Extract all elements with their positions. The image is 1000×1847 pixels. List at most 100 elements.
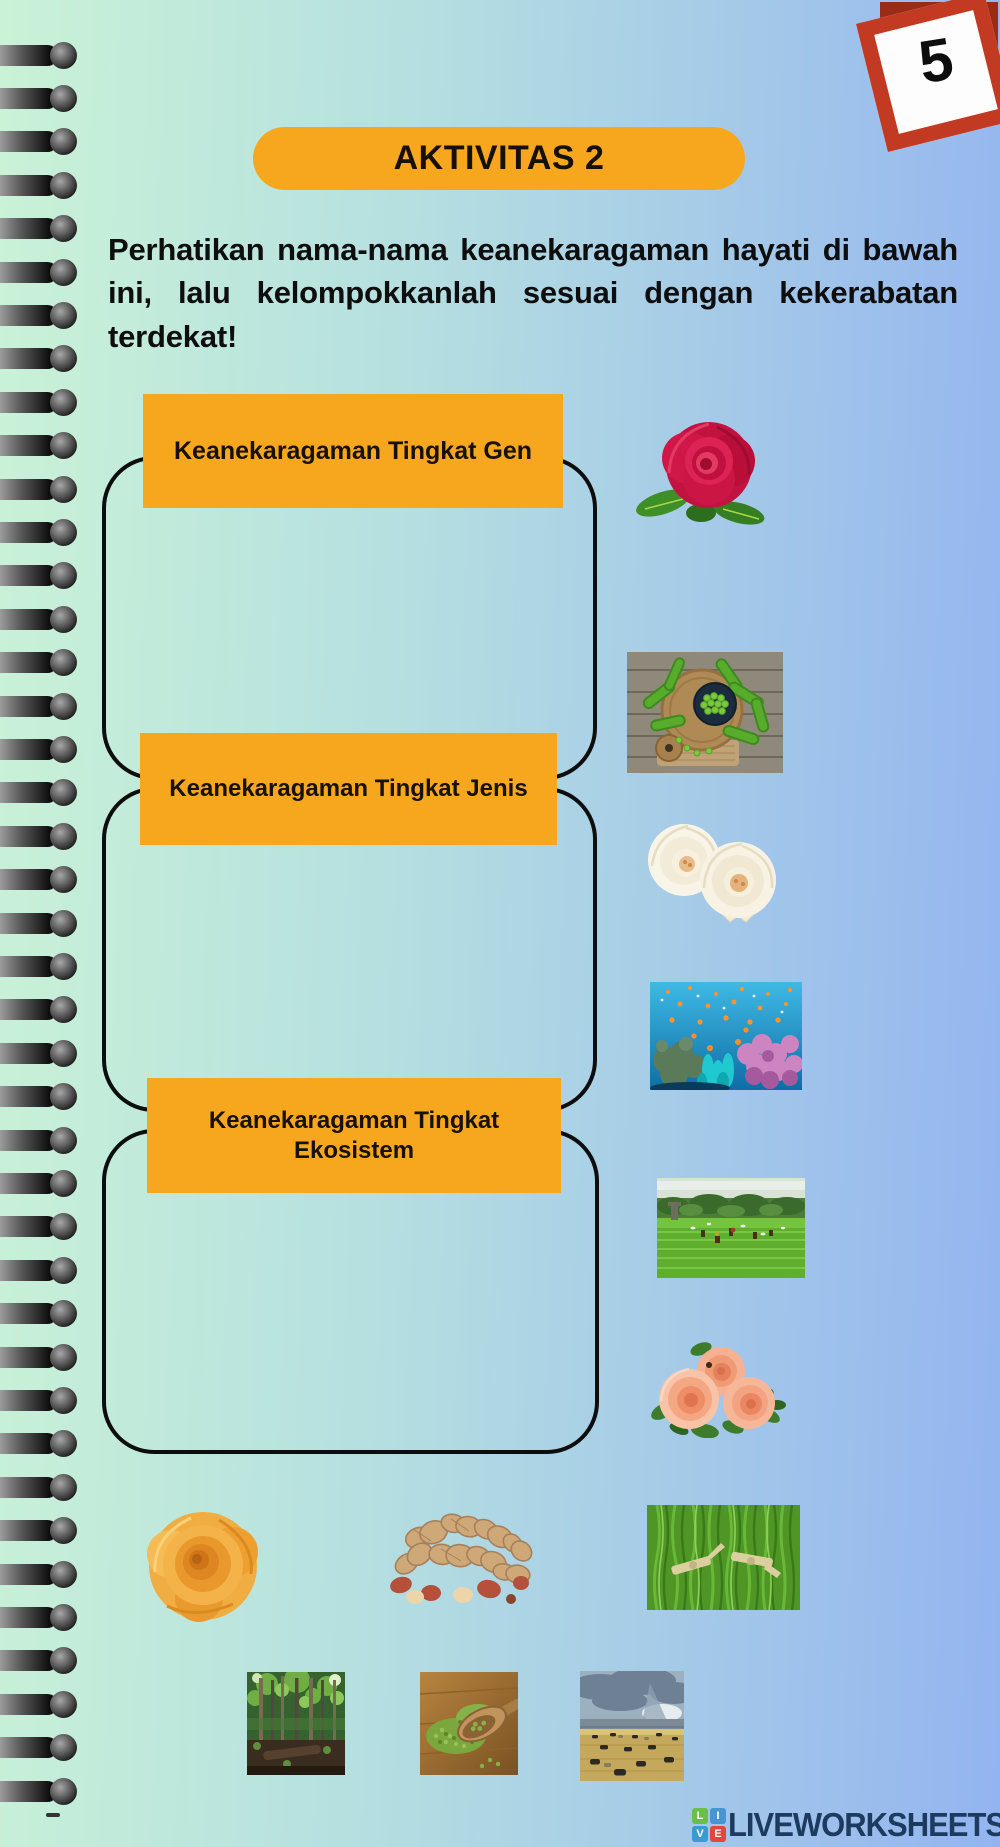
binding-ring-knob xyxy=(50,605,77,633)
binding-ring-knob xyxy=(50,84,77,112)
logo-square-i: I xyxy=(710,1808,726,1824)
binding-ring-bar xyxy=(0,44,58,66)
binding-ring-bar xyxy=(0,1259,58,1281)
item-yellow-rose-image[interactable] xyxy=(141,1502,264,1625)
binding-ring-bar xyxy=(0,174,58,196)
binding-ring xyxy=(0,1734,82,1762)
binding-ring-knob xyxy=(50,1386,77,1414)
binding-ring-bar xyxy=(0,869,58,891)
binding-ring-bar xyxy=(0,1216,58,1238)
binding-ring-bar xyxy=(0,87,58,109)
binding-ring xyxy=(0,345,82,373)
binding-ring-knob xyxy=(50,1560,77,1588)
binding-ring-knob xyxy=(50,1213,77,1241)
item-peach-roses-image[interactable] xyxy=(649,1337,786,1438)
binding-ring xyxy=(0,84,82,112)
binding-ring-bar xyxy=(0,565,58,587)
category-label-jenis: Keanekaragaman Tingkat Jenis xyxy=(140,733,557,845)
binding-ring-bar xyxy=(0,1563,58,1585)
item-forest-image[interactable] xyxy=(247,1672,345,1775)
binding-ring xyxy=(0,475,82,503)
page-dash xyxy=(46,1813,60,1817)
binding-ring-bar xyxy=(0,1433,58,1455)
binding-ring-bar xyxy=(0,738,58,760)
logo-square-v: V xyxy=(692,1826,708,1842)
binding-ring-knob xyxy=(50,692,77,720)
liveworksheets-wordmark: LIVEWORKSHEETS xyxy=(728,1805,1000,1844)
binding-ring-knob xyxy=(50,1126,77,1154)
binding-ring xyxy=(0,1083,82,1111)
binding-ring-knob xyxy=(50,1169,77,1197)
binding-ring-bar xyxy=(0,435,58,457)
binding-ring xyxy=(0,822,82,850)
binding-ring xyxy=(0,692,82,720)
binding-ring-bar xyxy=(0,1172,58,1194)
binding-ring-bar xyxy=(0,1780,58,1802)
item-coral-reef-image[interactable] xyxy=(650,982,802,1090)
binding-ring xyxy=(0,1603,82,1631)
item-green-peas-image[interactable] xyxy=(627,652,783,773)
binding-ring xyxy=(0,1386,82,1414)
binding-ring-knob xyxy=(50,475,77,503)
binding-ring-bar xyxy=(0,1476,58,1498)
binding-ring xyxy=(0,1473,82,1501)
binding-ring-knob xyxy=(50,996,77,1024)
binding-ring xyxy=(0,1256,82,1284)
binding-ring-bar xyxy=(0,1129,58,1151)
binding-ring-knob xyxy=(50,388,77,416)
binding-ring-knob xyxy=(50,735,77,763)
binding-ring xyxy=(0,1647,82,1675)
binding-ring-knob xyxy=(50,1734,77,1762)
item-savanna-image[interactable] xyxy=(580,1671,684,1781)
page-number: 5 xyxy=(914,24,958,96)
binding-ring-bar xyxy=(0,1346,58,1368)
binding-ring-bar xyxy=(0,782,58,804)
item-mung-beans-image[interactable] xyxy=(420,1672,518,1775)
binding-ring-knob xyxy=(50,1517,77,1545)
binding-ring xyxy=(0,432,82,460)
binding-ring-knob xyxy=(50,41,77,69)
binding-ring-bar xyxy=(0,1042,58,1064)
binding-ring-knob xyxy=(50,345,77,373)
page-number-badge: 5 xyxy=(855,0,1000,153)
binding-ring xyxy=(0,41,82,69)
item-rice-field-image[interactable] xyxy=(657,1178,805,1278)
binding-ring xyxy=(0,1300,82,1328)
binding-ring xyxy=(0,1690,82,1718)
binding-ring-knob xyxy=(50,518,77,546)
binding-ring-knob xyxy=(50,301,77,329)
item-long-beans-image[interactable] xyxy=(647,1505,800,1610)
spiral-binding xyxy=(0,0,95,1847)
binding-ring-bar xyxy=(0,218,58,240)
binding-ring-bar xyxy=(0,1606,58,1628)
binding-ring-knob xyxy=(50,1083,77,1111)
binding-ring xyxy=(0,1777,82,1805)
binding-ring xyxy=(0,996,82,1024)
binding-ring-bar xyxy=(0,478,58,500)
binding-ring xyxy=(0,1343,82,1371)
binding-ring-bar xyxy=(0,955,58,977)
binding-ring-knob xyxy=(50,866,77,894)
category-label-gen: Keanekaragaman Tingkat Gen xyxy=(143,394,563,508)
category-label-jenis-text: Keanekaragaman Tingkat Jenis xyxy=(169,775,528,802)
binding-ring-bar xyxy=(0,1650,58,1672)
binding-ring xyxy=(0,1430,82,1458)
activity-title-pill: AKTIVITAS 2 xyxy=(253,127,745,190)
binding-ring-knob xyxy=(50,1256,77,1284)
binding-ring-bar xyxy=(0,1086,58,1108)
binding-ring xyxy=(0,518,82,546)
item-white-roses-image[interactable] xyxy=(636,818,788,928)
binding-ring-knob xyxy=(50,1603,77,1631)
item-red-rose-image[interactable] xyxy=(633,413,783,533)
binding-ring-bar xyxy=(0,1389,58,1411)
binding-ring-bar xyxy=(0,1520,58,1542)
binding-ring-knob xyxy=(50,215,77,243)
binding-ring-knob xyxy=(50,562,77,590)
binding-ring xyxy=(0,1213,82,1241)
liveworksheets-logo: L I V E LIVEWORKSHEETS xyxy=(692,1806,1000,1844)
item-peanuts-image[interactable] xyxy=(371,1503,536,1609)
binding-ring-bar xyxy=(0,912,58,934)
binding-ring xyxy=(0,388,82,416)
binding-ring-knob xyxy=(50,909,77,937)
